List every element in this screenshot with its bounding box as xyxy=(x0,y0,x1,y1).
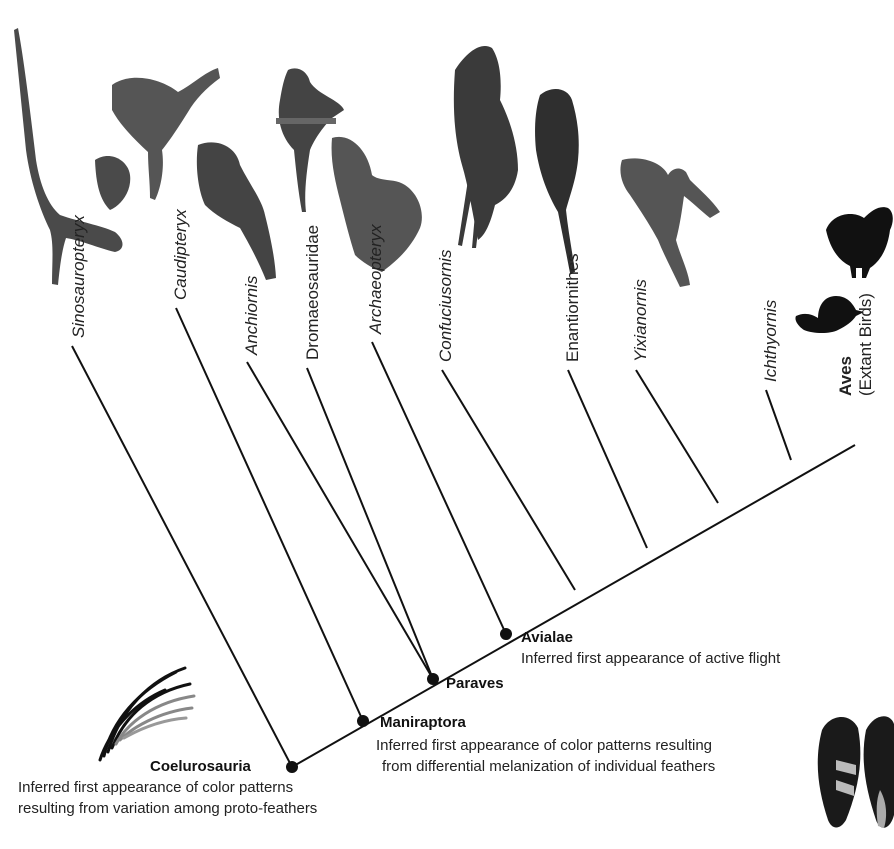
node-note-coelurosauria-2: resulting from variation among proto-fea… xyxy=(18,800,317,817)
node-maniraptora xyxy=(357,715,369,727)
node-label-avialae: Avialae xyxy=(521,629,573,646)
node-note-maniraptora-2: from differential melanization of indivi… xyxy=(382,758,715,775)
branch-anchiornis xyxy=(247,362,433,679)
branch-ichthyornis xyxy=(766,390,791,460)
yixianornis-fossil-image xyxy=(620,158,720,287)
confuciusornis-fossil-image xyxy=(454,46,518,248)
node-coelurosauria xyxy=(286,761,298,773)
anchiornis-fossil-image xyxy=(197,142,276,280)
enantiornithes-fossil-image xyxy=(535,89,579,273)
proto-feathers-image xyxy=(100,668,194,760)
node-note-avialae-1: Inferred first appearance of active flig… xyxy=(521,650,781,667)
branch-backbone xyxy=(292,445,855,767)
taxon-label-confuciusornis: Confuciusornis xyxy=(436,249,455,362)
branch-dromaeosauridae xyxy=(307,368,433,679)
branch-archaeopteryx xyxy=(372,342,506,634)
taxon-label-caudipteryx: Caudipteryx xyxy=(171,209,190,300)
node-label-coelurosauria: Coelurosauria xyxy=(150,758,252,775)
duck-silhouette-icon xyxy=(795,296,864,333)
taxon-label-dromaeosauridae: Dromaeosauridae xyxy=(303,225,322,360)
taxon-label-archaeopteryx: Archaeopteryx xyxy=(366,224,385,335)
node-note-maniraptora-1: Inferred first appearance of color patte… xyxy=(376,737,712,754)
chicken-silhouette-icon xyxy=(826,207,893,278)
branch-enantiornithes xyxy=(568,370,647,548)
taxon-label-sinosauropteryx: Sinosauropteryx xyxy=(69,215,88,338)
taxon-label-anchiornis: Anchiornis xyxy=(242,275,261,356)
taxon-label-aves: Aves xyxy=(836,356,855,396)
branch-caudipteryx xyxy=(176,308,363,721)
node-label-paraves: Paraves xyxy=(446,675,504,692)
taxon-label-ichthyornis: Ichthyornis xyxy=(761,299,780,382)
node-avialae xyxy=(500,628,512,640)
branch-yixianornis xyxy=(636,370,718,503)
taxon-label-enantiornithes: Enantiornithes xyxy=(563,253,582,362)
node-paraves xyxy=(427,673,439,685)
branch-sinosauropteryx xyxy=(72,346,292,767)
taxon-label-yixianornis: Yixianornis xyxy=(631,279,650,362)
taxon-label-aves-sub: (Extant Birds) xyxy=(856,293,875,396)
melanized-feathers-image xyxy=(818,716,894,828)
node-label-maniraptora: Maniraptora xyxy=(380,714,467,731)
node-note-coelurosauria-1: Inferred first appearance of color patte… xyxy=(18,779,293,796)
branch-confuciusornis xyxy=(442,370,575,590)
